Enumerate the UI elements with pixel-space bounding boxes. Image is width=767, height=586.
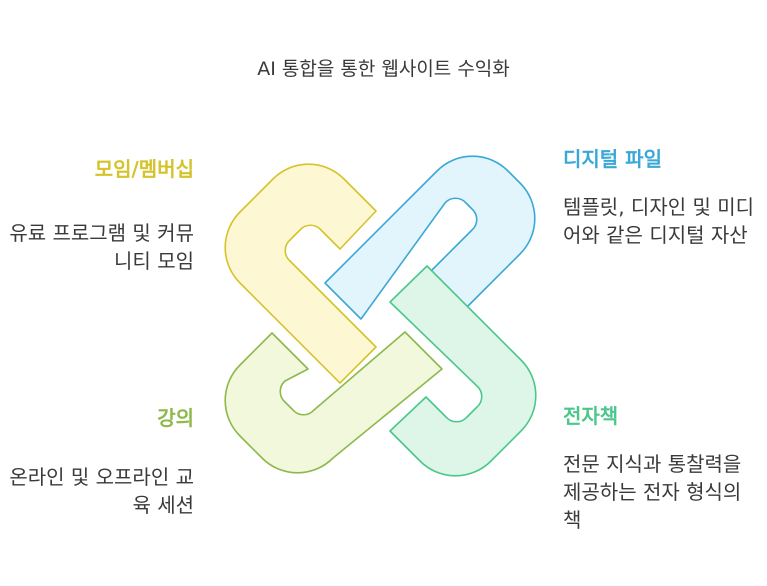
- digital-link-shape: [324, 155, 536, 320]
- lectures-link-shape: [224, 331, 443, 474]
- digital-description: 템플릿, 디자인 및 미디어와 같은 디지털 자산: [563, 195, 755, 247]
- diagram-title: AI 통합을 통한 웹사이트 수익화: [257, 58, 510, 80]
- lectures-description: 온라인 및 오프라인 교육 세션: [9, 465, 194, 517]
- ebooks-link-shape: [389, 265, 537, 477]
- membership-link-shape: [224, 163, 377, 384]
- digital-heading: 디지털 파일: [563, 147, 662, 171]
- ebooks-heading: 전자책: [563, 404, 619, 428]
- ebooks-description: 전문 지식과 통찰력을 제공하는 전자 형식의 책: [563, 452, 742, 532]
- lectures-heading: 강의: [157, 406, 194, 430]
- membership-heading: 모임/멤버십: [94, 157, 194, 181]
- membership-description: 유료 프로그램 및 커뮤니티 모임: [9, 221, 194, 273]
